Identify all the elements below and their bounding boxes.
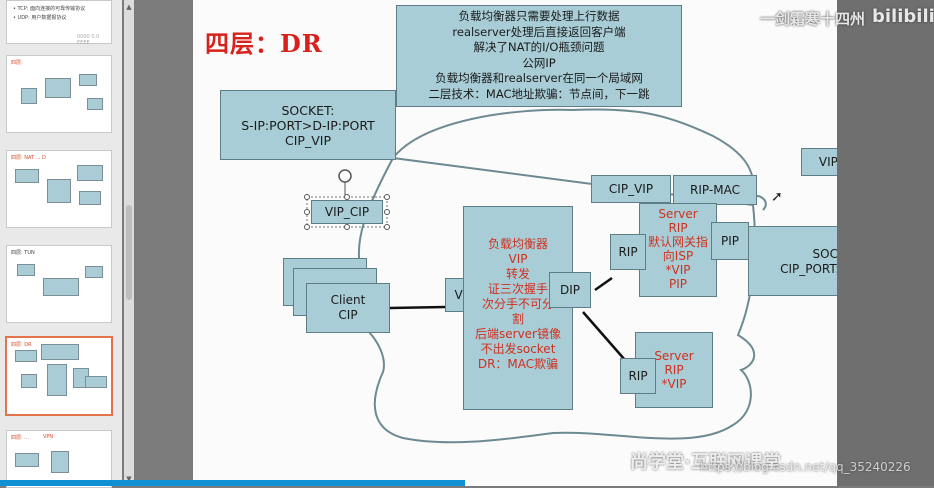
note-line: 二层技术：MAC地址欺骗：节点间，下一跳 — [428, 86, 650, 101]
progress-bar — [0, 480, 465, 486]
server1-line: PIP — [668, 277, 687, 291]
url-watermark: https://blog.csdn.net/qq_35240226 — [700, 460, 911, 474]
thumb-caption: 四层: TUN — [11, 250, 35, 256]
socket-line: CIP_VIP — [285, 133, 331, 148]
client-label: Client — [330, 293, 366, 307]
server1-line: 向ISP — [662, 249, 694, 263]
note-line: 公网IP — [522, 55, 556, 70]
note-line: 负载均衡器和realserver在同一个局域网 — [435, 71, 643, 85]
server2-line: *VIP — [661, 377, 687, 391]
lb-line: 证三次握手 — [487, 282, 548, 296]
socket-line: S-IP:PORT>D-IP:PORT — [241, 118, 375, 133]
lb-line: VIP — [508, 252, 528, 266]
lb-line: 不出发socket — [480, 342, 556, 356]
thumb-caption: • UDP: 用户数据报协议 — [13, 15, 67, 21]
thumbnail-scroll-thumb[interactable] — [126, 205, 132, 300]
slide-thumbnail-panel: • TCP: 面向连接的可靠传输协议 • UDP: 用户数据报协议 0000 0… — [0, 0, 122, 488]
slide-thumbnail-1[interactable]: • TCP: 面向连接的可靠传输协议 • UDP: 用户数据报协议 0000 0… — [6, 0, 112, 46]
lb-line: DR：MAC欺骗 — [477, 357, 559, 371]
server1-line: Server — [658, 207, 698, 221]
vip-cip-right-box[interactable]: VIP_CIP — [801, 148, 837, 176]
uploader-watermark: 一剑霜寒十四州 — [760, 10, 866, 28]
thumb-caption-2: VPN — [43, 434, 54, 440]
server-1-box[interactable]: Server RIP 默认网关指 向ISP *VIP PIP — [639, 203, 717, 297]
note-line: 负载均衡器只需要处理上行数据 — [458, 9, 620, 23]
vip-cip-selected-box[interactable]: VIP_CIP — [311, 200, 383, 224]
lb-line: 割 — [511, 312, 524, 326]
lb-line: 转发 — [505, 267, 530, 281]
thumb-caption: 四层: — [11, 60, 23, 66]
slide-thumbnail-3[interactable]: 四层: NAT ... D — [6, 150, 112, 228]
rip-mac-box[interactable]: RIP-MAC — [673, 175, 757, 205]
right-margin — [837, 0, 934, 486]
dip-node[interactable]: DIP — [549, 272, 591, 308]
lb-line: 后端server镜像 — [475, 327, 561, 341]
client-box[interactable]: Client CIP — [306, 283, 390, 333]
lb-line: 次分手不可分 — [481, 297, 554, 311]
cip-vip-box[interactable]: CIP_VIP — [591, 175, 671, 203]
server2-line: RIP — [664, 363, 684, 377]
lb-line: 负载均衡器 — [487, 237, 548, 251]
thumb-caption: 四层: ... — [11, 435, 30, 441]
slide-thumbnail-6[interactable]: 四层: ... VPN — [6, 430, 112, 488]
dr-notes-box[interactable]: 负载均衡器只需要处理上行数据 realserver处理后直接返回客户端 解决了N… — [396, 5, 682, 107]
server2-line: Server — [654, 349, 694, 363]
slide-canvas: 四层：DR 负载均衡器只需要处理上行数据 realserver处理后直接返回客户… — [193, 0, 837, 486]
slide-thumbnail-4[interactable]: 四层: TUN — [6, 245, 112, 323]
server1-line: *VIP — [665, 263, 691, 277]
note-line: 解决了NAT的I/O瓶颈问题 — [473, 40, 605, 54]
socket-right-box[interactable]: SOCKET: CIP_PORT:VIP_PORT — [748, 226, 837, 296]
slide-title: 四层：DR — [205, 29, 323, 58]
thumb-footer: 0000 0.0 EEEE — [77, 34, 100, 46]
server1-line: 默认网关指 — [647, 235, 708, 249]
scroll-up-icon[interactable]: ▲ — [126, 3, 132, 11]
rip-node-1[interactable]: RIP — [610, 234, 646, 270]
server1-line: RIP — [668, 221, 688, 235]
socket-right-line: CIP_PORT:VIP_PORT — [780, 262, 837, 276]
load-balancer-box[interactable]: 负载均衡器 VIP 转发 证三次握手 次分手不可分 割 后端server镜像 不… — [463, 206, 573, 410]
slide-thumbnail-5-active[interactable]: 四层: DR — [5, 336, 113, 416]
thumb-caption: 四层: DR — [11, 342, 32, 348]
brand-watermark: 尚学堂·互联网课堂 — [630, 452, 781, 473]
rip-node-2[interactable]: RIP — [620, 358, 656, 394]
slide-thumbnail-2[interactable]: 四层: — [6, 55, 112, 133]
note-line: realserver处理后直接返回客户端 — [452, 24, 626, 39]
socket-line: SOCKET: — [281, 103, 335, 118]
socket-left-box[interactable]: SOCKET: S-IP:PORT>D-IP:PORT CIP_VIP — [220, 90, 396, 160]
thumb-caption: • TCP: 面向连接的可靠传输协议 — [13, 6, 86, 12]
scroll-down-icon[interactable]: ▼ — [126, 475, 132, 483]
client-cip-label: CIP — [338, 308, 358, 322]
mouse-cursor-icon: ➚ — [771, 189, 783, 205]
pip-node[interactable]: PIP — [711, 222, 749, 260]
thumb-caption: 四层: NAT ... D — [11, 155, 46, 161]
bilibili-logo: bilibili — [872, 6, 934, 27]
socket-right-line: SOCKET: — [812, 247, 837, 261]
